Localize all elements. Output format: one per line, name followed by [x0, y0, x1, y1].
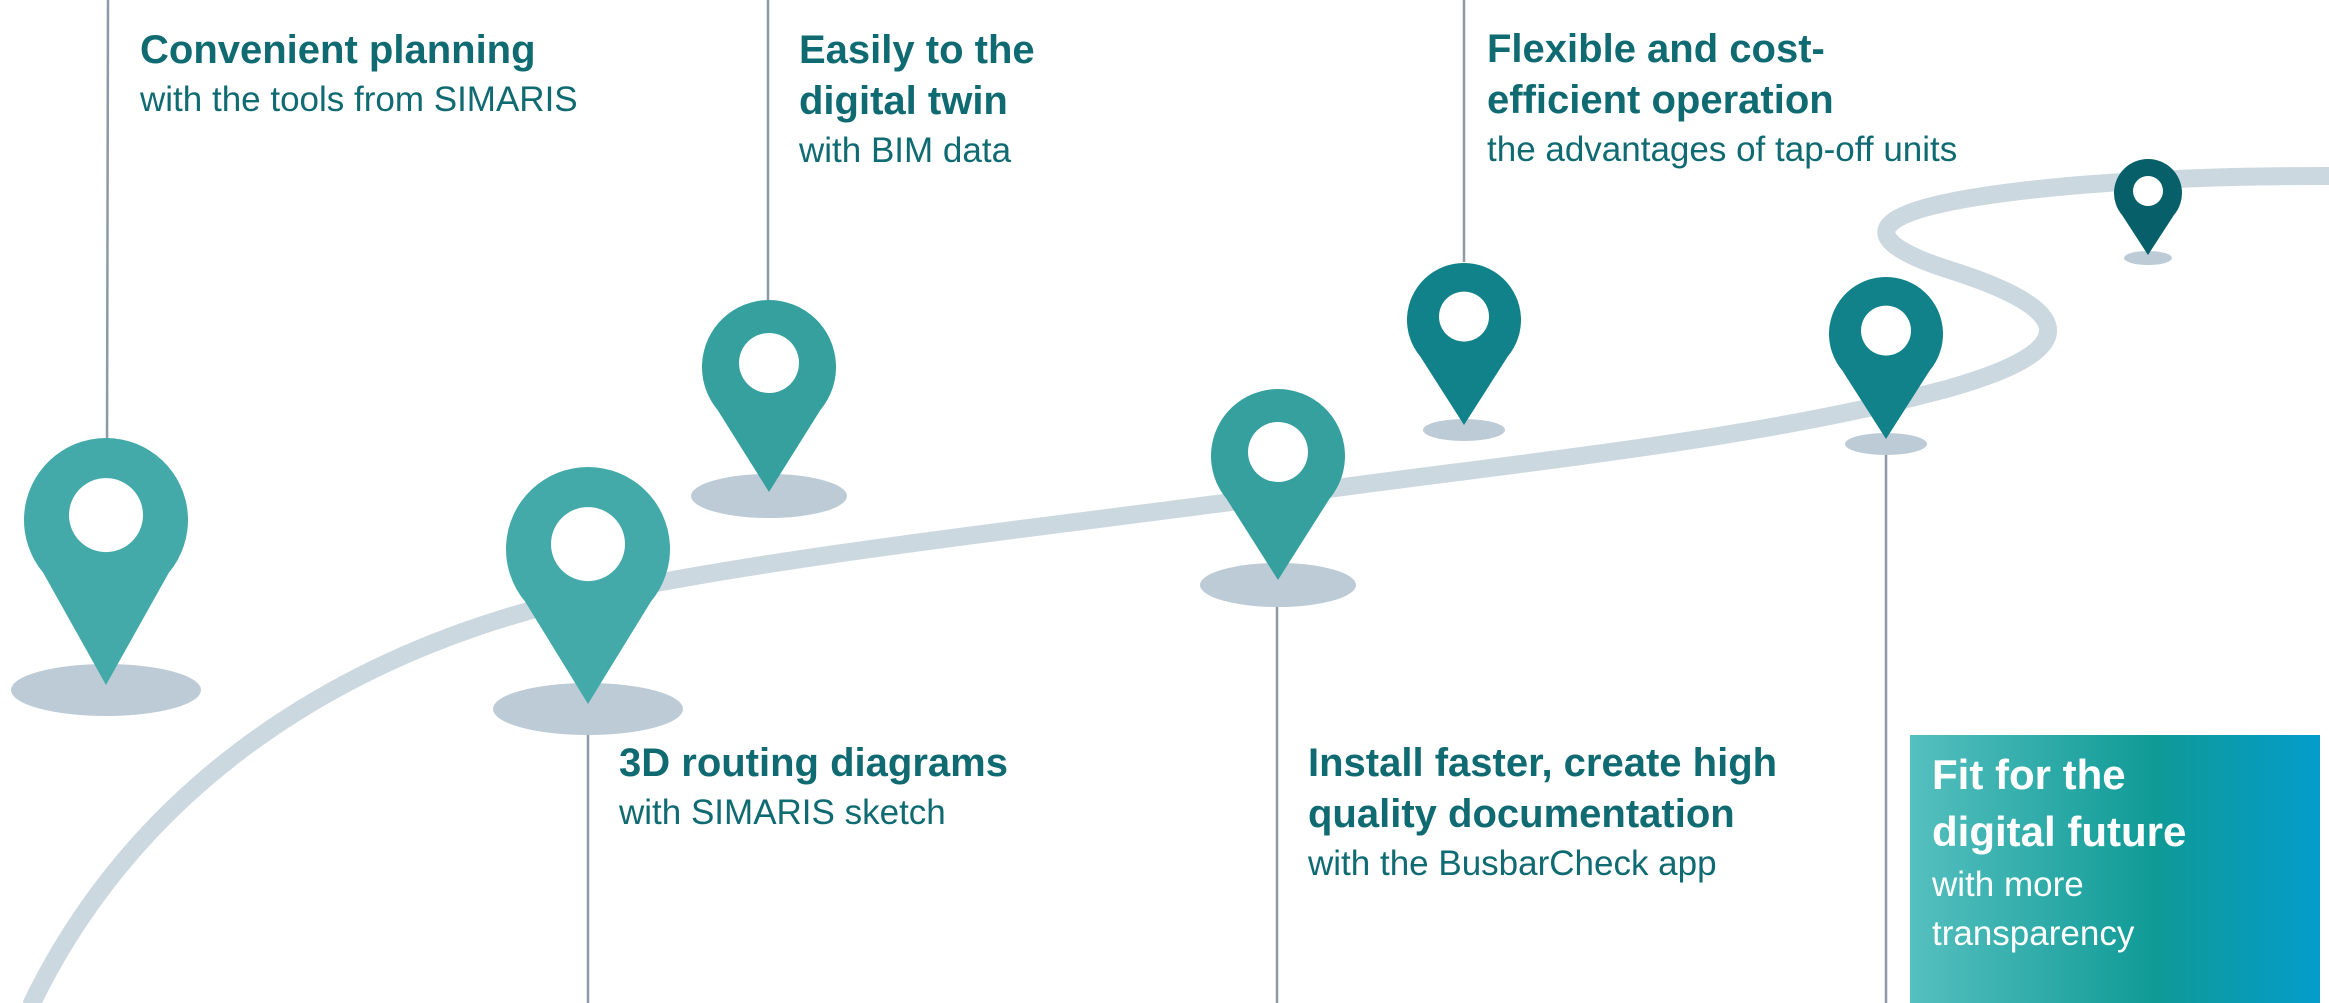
- pin-hole: [1439, 291, 1489, 342]
- map-pin-icon: [1828, 277, 1943, 439]
- pin-body: [24, 437, 188, 685]
- milestone-subtitle: the advantages of tap-off units: [1487, 130, 1958, 169]
- map-pin-icon: [2114, 158, 2182, 255]
- pin-shadow-5: [1423, 419, 1505, 441]
- milestone-subtitle: with the BusbarCheck app: [1308, 844, 1717, 883]
- milestone-title: Convenient planning: [140, 28, 536, 72]
- milestone-4: Install faster, create high quality docu…: [1308, 738, 1777, 887]
- milestone-subtitle: with SIMARIS sketch: [619, 793, 946, 832]
- milestone-title: Fit for the digital future: [1932, 751, 2187, 855]
- highlight-box: [1910, 735, 2320, 1003]
- pin-body: [1407, 263, 1522, 425]
- map-pin-icon: [702, 299, 836, 492]
- pin-shadow-4: [1200, 563, 1356, 607]
- milestone-subtitle: with more transparency: [1932, 865, 2135, 953]
- pin-body: [2114, 158, 2182, 255]
- milestone-subtitle: with the tools from SIMARIS: [140, 80, 578, 119]
- milestone-2: 3D routing diagrams with SIMARIS sketch: [619, 738, 1008, 836]
- milestone-1: Convenient planning with the tools from …: [140, 25, 578, 123]
- map-pin-icon: [505, 466, 670, 704]
- milestone-3: Easily to the digital twin with BIM data: [799, 25, 1035, 174]
- milestone-title: 3D routing diagrams: [619, 741, 1008, 785]
- map-pin-icon: [24, 437, 188, 685]
- pin-shadow-2: [493, 683, 683, 735]
- pin-body: [1211, 388, 1345, 580]
- pin-shadow-6: [1845, 433, 1927, 455]
- pin-body: [505, 466, 670, 704]
- milestone-title: Flexible and cost- efficient operation: [1487, 27, 1834, 122]
- pin-hole: [1861, 305, 1911, 356]
- pin-hole: [551, 507, 625, 582]
- pin-hole: [69, 478, 143, 553]
- pin-body: [1828, 277, 1943, 439]
- milestone-title: Easily to the digital twin: [799, 28, 1035, 123]
- map-pin-icon: [1211, 388, 1345, 580]
- milestone-title: Install faster, create high quality docu…: [1308, 741, 1778, 836]
- pin-shadow-1: [11, 664, 201, 716]
- milestone-subtitle: with BIM data: [799, 131, 1012, 170]
- pin-hole: [2133, 175, 2163, 206]
- milestone-5: Flexible and cost- efficient operation t…: [1487, 24, 1957, 173]
- pin-hole: [1248, 421, 1308, 482]
- pin-shadow-7: [2124, 251, 2172, 265]
- pin-body: [702, 299, 836, 492]
- map-pin-icon: [1407, 263, 1522, 425]
- road-path: [23, 167, 2329, 1003]
- milestone-6: Fit for the digital future with more tra…: [1932, 746, 2186, 958]
- pin-shadow-3: [691, 474, 847, 518]
- connector-line-1: [105, 0, 110, 451]
- pin-hole: [739, 332, 799, 393]
